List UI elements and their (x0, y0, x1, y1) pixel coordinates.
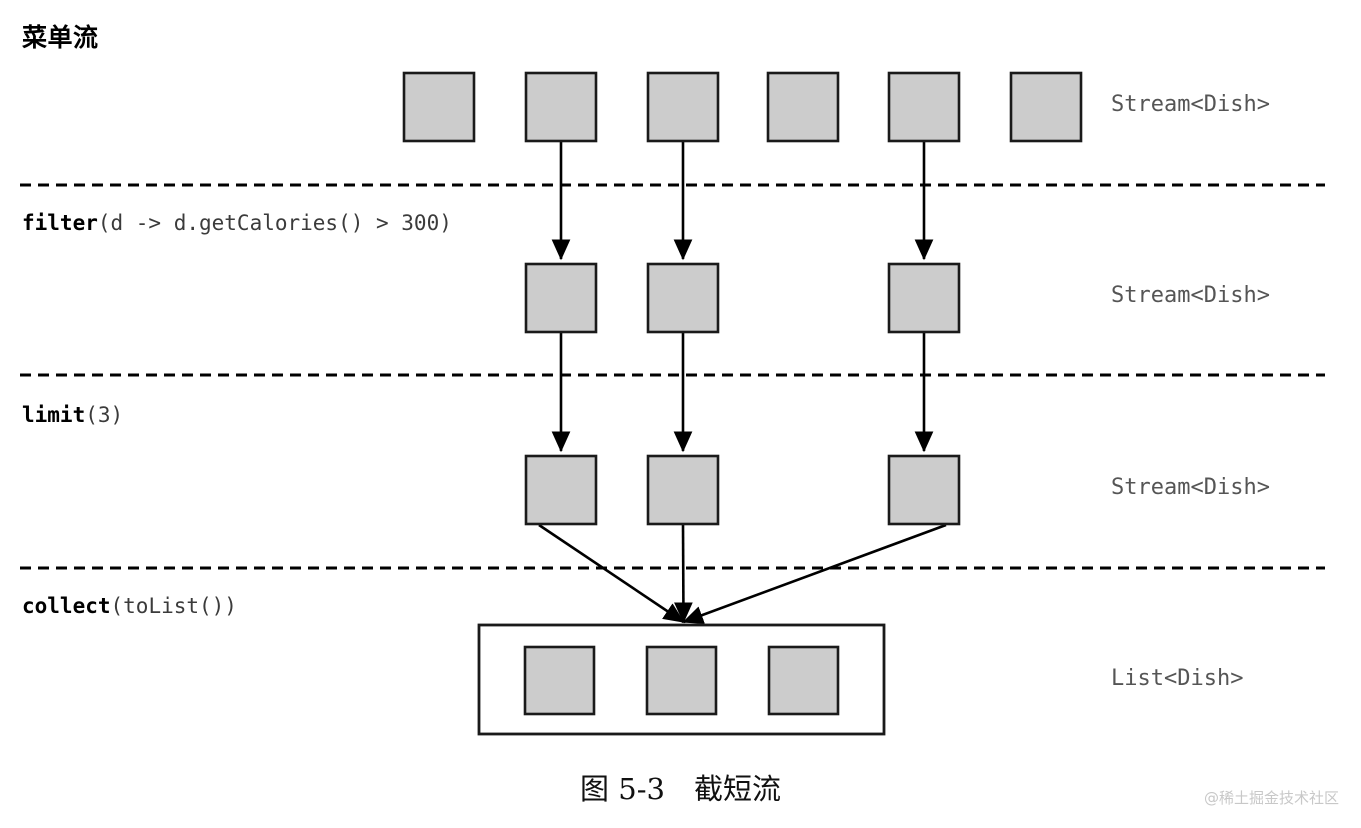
list-item-box-2 (645, 645, 718, 716)
arrow-collect-3 (682, 523, 947, 625)
arrow-collect-2 (674, 524, 693, 624)
dish-box-3 (646, 71, 720, 143)
op-label-limit-args: (3) (85, 403, 124, 427)
list-container (477, 623, 886, 736)
limited-box-2 (646, 454, 720, 526)
limited-box-3 (887, 454, 961, 526)
type-label-row-1: Stream<Dish> (1111, 92, 1270, 117)
dish-box-4 (766, 71, 840, 143)
list-item-box-3 (767, 645, 840, 716)
filtered-box-2 (646, 262, 720, 334)
element-boxes (402, 71, 1083, 736)
figure-caption: 图 5-3 截短流 (580, 772, 781, 806)
limited-box-1 (524, 454, 598, 526)
dish-box-2 (524, 71, 598, 143)
op-label-collect: collect(toList()) (22, 594, 237, 618)
dish-box-5 (887, 71, 961, 143)
dish-box-1 (402, 71, 476, 143)
op-label-filter-method: filter (22, 211, 98, 235)
stage-dividers (20, 183, 1325, 570)
op-label-filter: filter(d -> d.getCalories() > 300) (22, 211, 452, 235)
filtered-box-1 (524, 262, 598, 334)
op-label-limit-method: limit (22, 403, 86, 427)
list-item-box-1 (523, 645, 596, 716)
flow-arrows (538, 142, 947, 625)
type-label-row-3: Stream<Dish> (1111, 475, 1270, 500)
op-label-limit: limit(3) (22, 403, 123, 427)
op-label-collect-method: collect (22, 594, 111, 618)
arrow-collect-1 (538, 523, 685, 624)
op-label-filter-args: (d -> d.getCalories() > 300) (97, 211, 452, 235)
type-label-row-2: Stream<Dish> (1111, 283, 1270, 308)
dish-box-6 (1009, 71, 1083, 143)
watermark: @稀土掘金技术社区 (1203, 789, 1339, 807)
op-label-collect-args: (toList()) (110, 594, 237, 618)
page-title: 菜单流 (22, 23, 99, 52)
type-label-row-4: List<Dish> (1111, 666, 1244, 691)
filtered-box-3 (887, 262, 961, 334)
